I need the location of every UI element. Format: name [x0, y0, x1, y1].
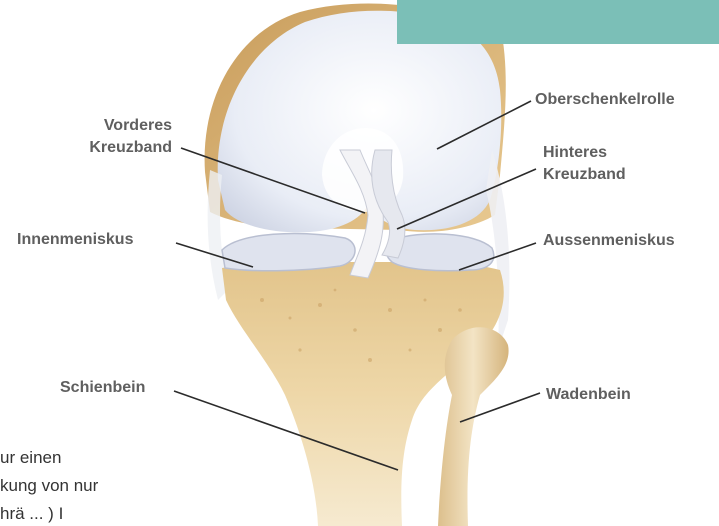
medial-meniscus: [222, 234, 355, 271]
accent-bar: [397, 0, 719, 44]
label-oberschenkelrolle: Oberschenkelrolle: [535, 89, 675, 111]
label-hinteres-kreuzband: Hinteres Kreuzband: [543, 142, 626, 186]
label-vorderes-kreuzband: Vorderes Kreuzband: [48, 115, 172, 159]
cut-line-1: ur einen: [0, 445, 61, 470]
label-schienbein: Schienbein: [60, 377, 145, 399]
cut-line-2: kung von nur: [0, 473, 98, 498]
label-innenmeniskus: Innenmeniskus: [17, 229, 133, 251]
fibula: [438, 327, 509, 526]
cut-line-3: hrä ... ) I: [0, 501, 63, 526]
label-aussenmeniskus: Aussenmeniskus: [543, 230, 675, 252]
label-wadenbein: Wadenbein: [546, 384, 631, 406]
